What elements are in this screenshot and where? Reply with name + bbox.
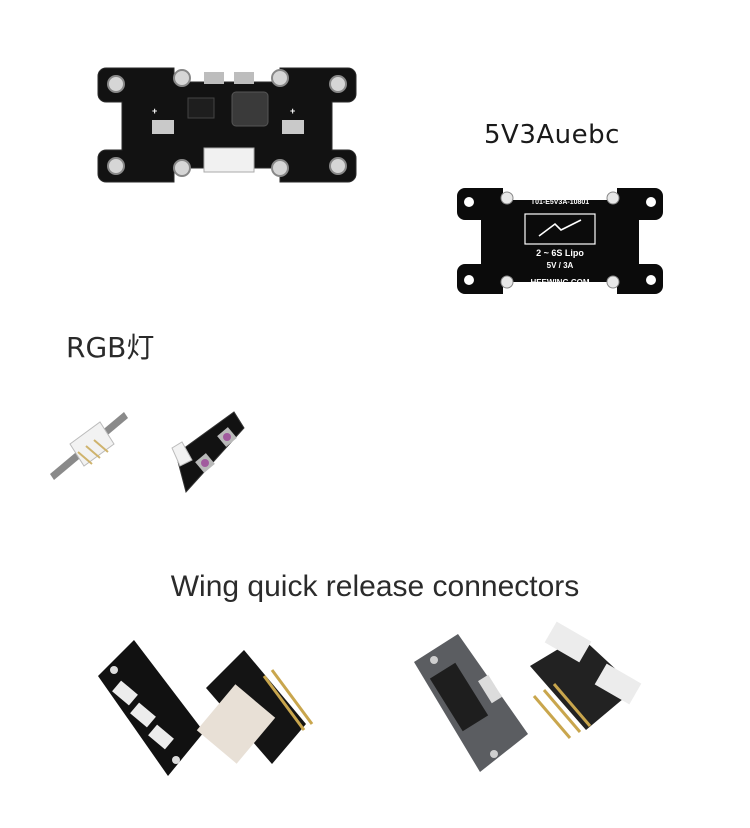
website-text: HEEWING.COM — [530, 278, 589, 287]
output-text: 5V / 3A — [547, 261, 574, 270]
connector-black-photos — [98, 640, 314, 776]
connector-grey-photos — [414, 621, 642, 772]
regulator-label: 5V3Auebc — [484, 120, 620, 150]
part-number-text: T01-E5V3A-10801 — [531, 199, 589, 206]
rgb-led-front-photo — [171, 411, 245, 494]
voltage-range-text: 2 ~ 6S Lipo — [536, 248, 584, 258]
svg-text:+: + — [152, 106, 157, 116]
svg-text:+: + — [290, 106, 295, 116]
rgb-label: RGB灯 — [66, 331, 155, 364]
connectors-label: Wing quick release connectors — [170, 570, 580, 603]
rgb-led-side-photo — [50, 412, 128, 480]
regulator-front-photo: + + — [97, 67, 357, 183]
regulator-back-photo: T01-E5V3A-10801 2 ~ 6S Lipo 5V / 3A HEEW… — [457, 188, 663, 294]
